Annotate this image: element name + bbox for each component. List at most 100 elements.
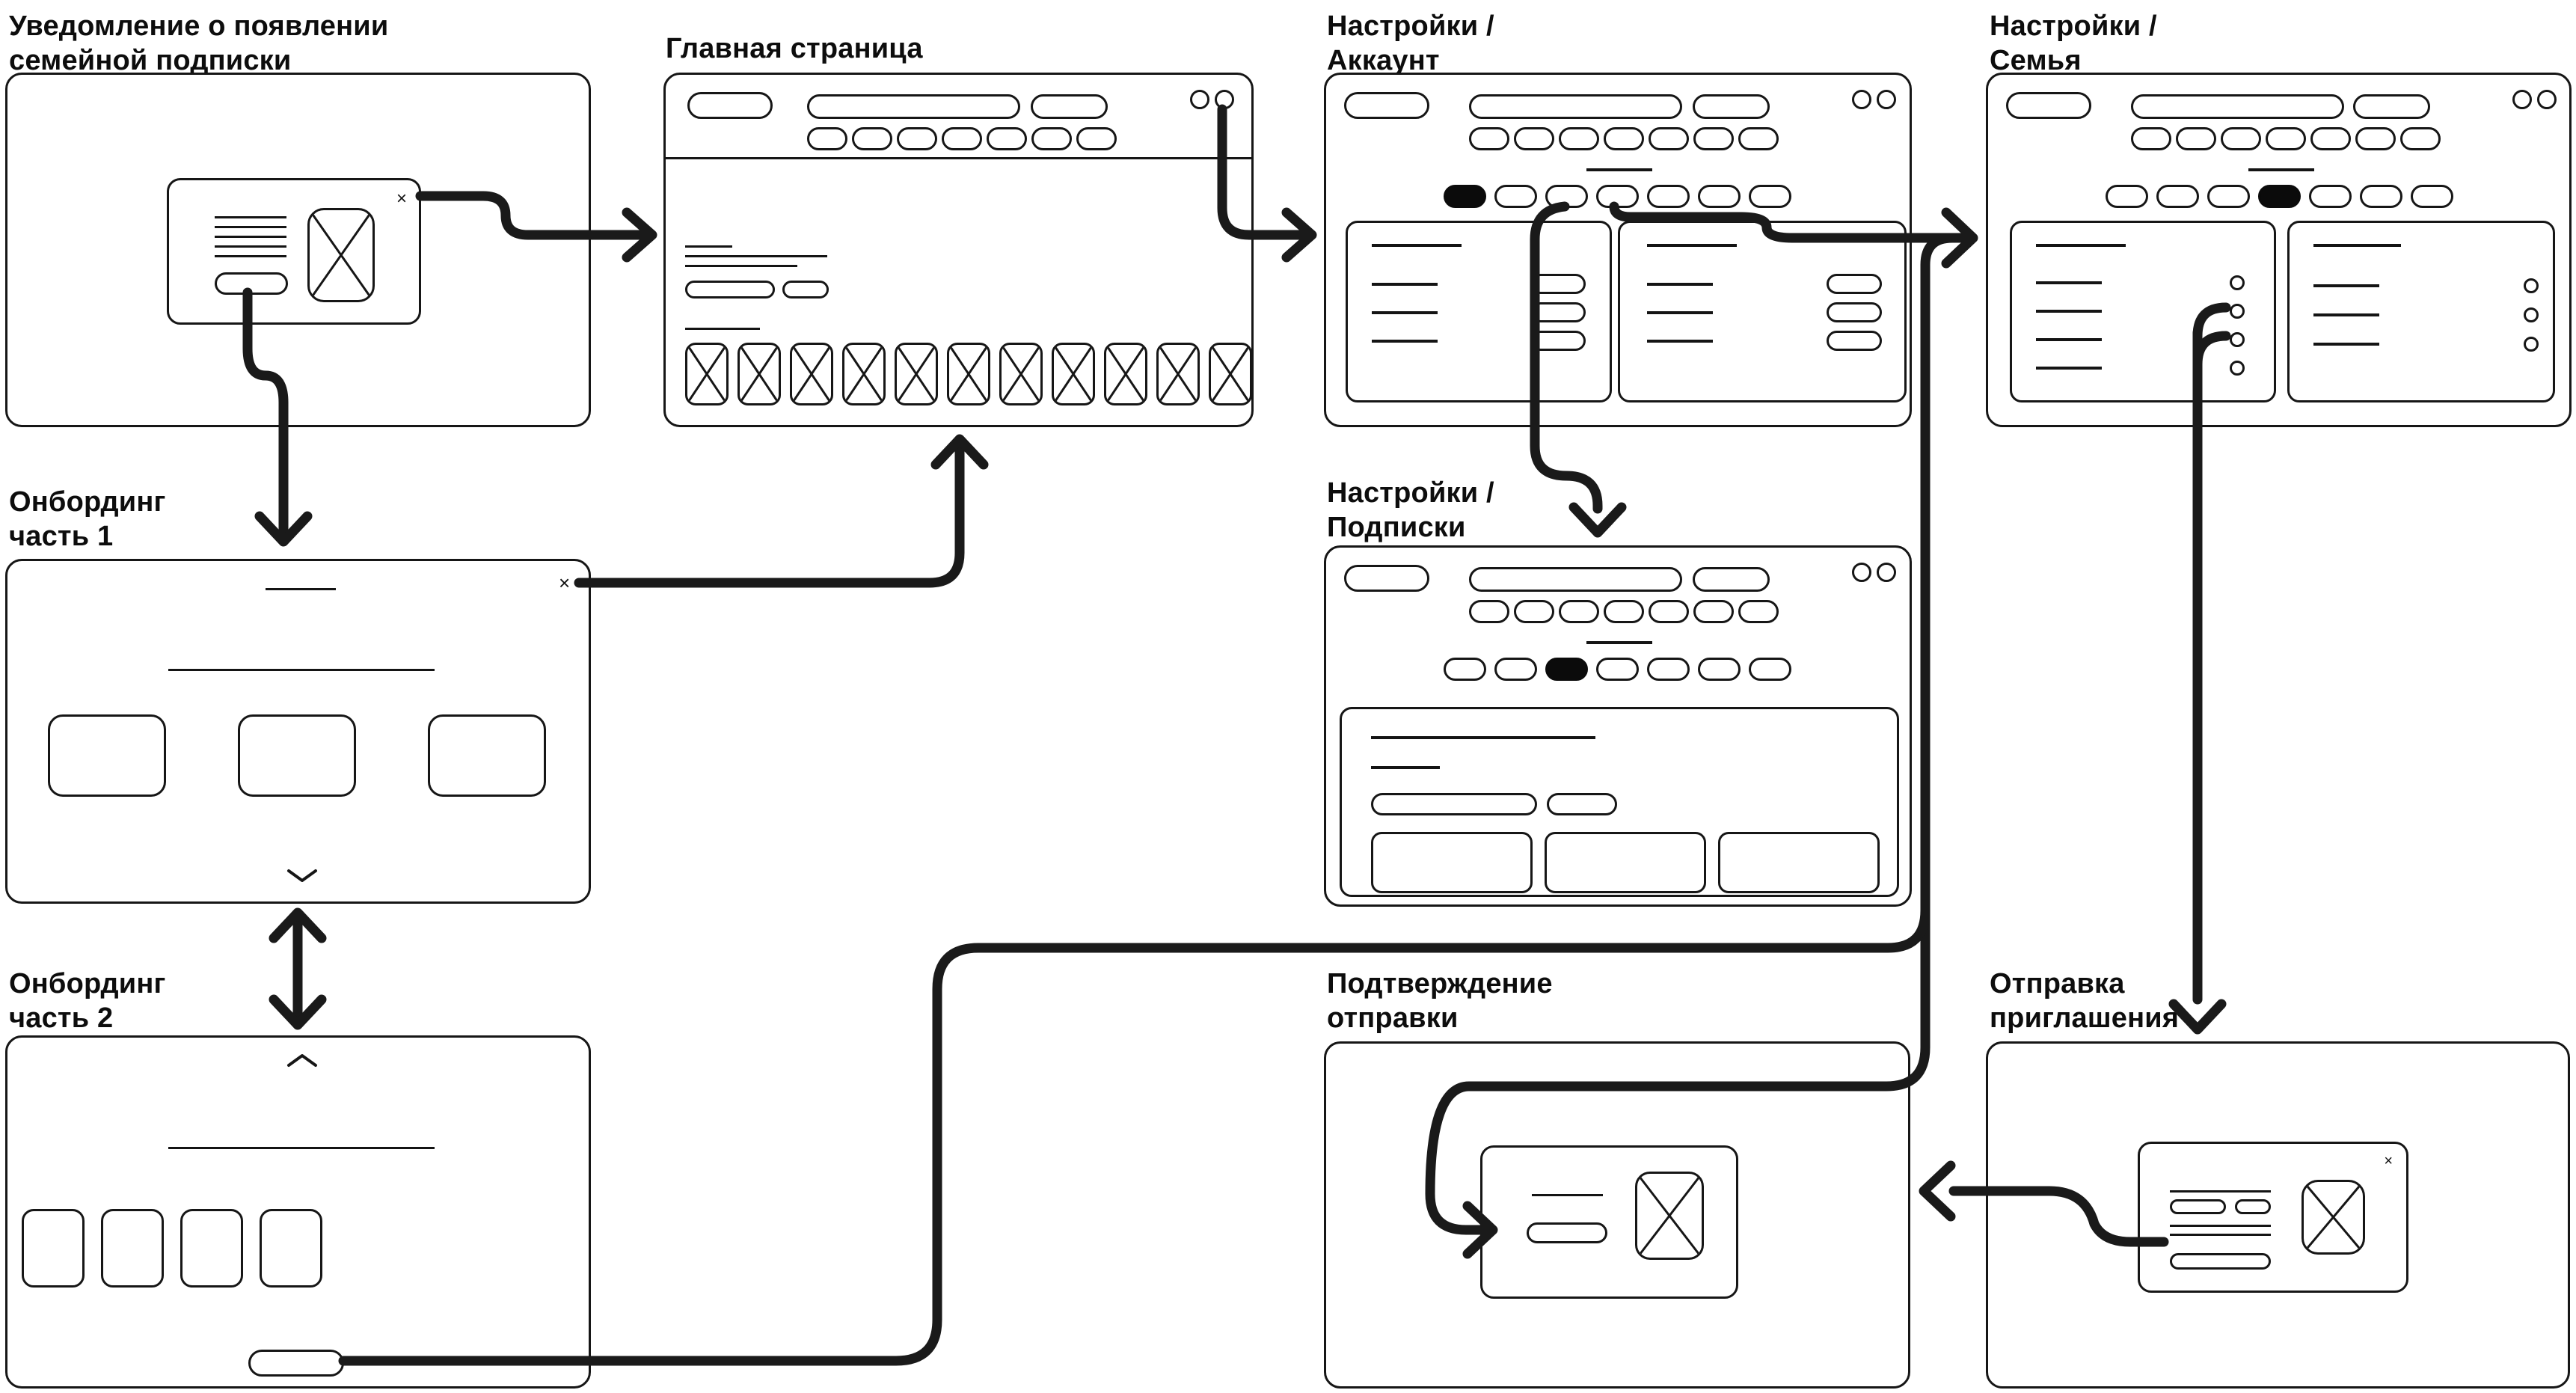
- tab: [1698, 185, 1741, 208]
- section-title-line: [685, 328, 760, 330]
- tab: [1494, 658, 1537, 681]
- title-send-invitation: Отправка приглашения: [1990, 967, 2179, 1035]
- image-placeholder-icon: [895, 343, 938, 405]
- title-settings-family: Настройки / Семья: [1990, 9, 2157, 78]
- image-placeholder-icon: [1104, 343, 1147, 405]
- profile-icon: [1877, 563, 1896, 582]
- family-invites-card: [2287, 221, 2555, 402]
- invite-line: [2313, 313, 2379, 316]
- nav-pill: [1693, 127, 1734, 150]
- profile-icon: [1877, 90, 1896, 109]
- invite-action-icon: [2524, 307, 2539, 322]
- page-title-line: [1586, 641, 1652, 644]
- nav-pill: [1514, 127, 1554, 150]
- send-button: [2170, 1253, 2271, 1270]
- settings-tabs: [1444, 658, 1791, 681]
- image-placeholder-icon: [1209, 343, 1252, 405]
- member-line: [2036, 310, 2102, 313]
- text-line: [215, 245, 286, 248]
- option-card: [101, 1209, 164, 1288]
- close-icon: ×: [2384, 1153, 2393, 1169]
- tab: [2411, 185, 2453, 208]
- nav-pill: [1738, 600, 1779, 623]
- title-line: приглашения: [1990, 1002, 2180, 1034]
- title-line: Онбординг: [9, 968, 166, 999]
- search-bar-placeholder: [1469, 567, 1682, 592]
- field-button: [1827, 331, 1882, 351]
- title-notification: Уведомление о появлении семейной подписк…: [9, 9, 388, 78]
- image-placeholder-icon: [999, 343, 1043, 405]
- screen-main-page: [663, 73, 1254, 427]
- header-button-placeholder: [2353, 94, 2430, 119]
- text-line: [215, 236, 286, 238]
- confirm-button: [1527, 1222, 1607, 1243]
- title-line: Подтверждение: [1327, 968, 1553, 999]
- nav-pill: [1031, 127, 1072, 150]
- arrowhead-down: [2168, 999, 2227, 1035]
- title-line: Аккаунт: [1327, 45, 1440, 76]
- option-card: [428, 714, 546, 797]
- profile-icon: [1852, 563, 1871, 582]
- arrowhead-down: [254, 511, 313, 547]
- title-onboarding-2: Онбординг часть 2: [9, 967, 166, 1035]
- invite-action-icon: [2524, 337, 2539, 352]
- nav-pill: [1649, 127, 1689, 150]
- plan-tile: [1718, 832, 1880, 893]
- tab-family: [1596, 185, 1639, 208]
- invitation-modal: ×: [2138, 1142, 2408, 1293]
- cta-button: [685, 281, 775, 298]
- title-line: Настройки /: [1990, 10, 2157, 42]
- input-chip: [2235, 1199, 2271, 1214]
- profile-icon: [1852, 90, 1871, 109]
- profile-icon: [1215, 90, 1234, 109]
- tab: [1494, 185, 1537, 208]
- screen-send-invitation: ×: [1986, 1041, 2570, 1389]
- card-title-line: [2036, 244, 2126, 247]
- member-action-icon: [2230, 361, 2245, 376]
- nav-pill: [2310, 127, 2351, 150]
- title-settings-account: Настройки / Аккаунт: [1327, 9, 1494, 78]
- option-card: [238, 714, 356, 797]
- action-button: [215, 272, 288, 295]
- content-tiles: [685, 343, 1252, 405]
- image-placeholder-icon: [947, 343, 990, 405]
- field-label-line: [1647, 340, 1713, 343]
- notification-modal: ×: [167, 178, 421, 325]
- card-title-line: [1372, 244, 1462, 247]
- header-divider: [666, 157, 1251, 159]
- screen-send-confirmation: [1324, 1041, 1910, 1389]
- tab: [2207, 185, 2250, 208]
- nav-pill: [1693, 600, 1734, 623]
- header-button-placeholder: [1031, 94, 1108, 119]
- screen-onboarding-2: [5, 1035, 591, 1389]
- subscription-card: [1340, 707, 1899, 897]
- field-button: [1827, 302, 1882, 322]
- card-title-line: [1647, 244, 1737, 247]
- member-line: [2036, 281, 2102, 284]
- confirmation-modal: [1480, 1145, 1738, 1299]
- option-card: [48, 714, 166, 797]
- title-main-page: Главная страница: [666, 31, 923, 66]
- field-label-line: [1647, 283, 1713, 286]
- nav-pill: [1604, 600, 1644, 623]
- invite-line: [2313, 343, 2379, 346]
- nav-pill: [1604, 127, 1644, 150]
- title-line: отправки: [1327, 1002, 1459, 1034]
- nav-pill: [1738, 127, 1779, 150]
- member-action-icon: [2230, 304, 2245, 319]
- field-button: [1530, 274, 1586, 294]
- invite-action-icon: [2524, 278, 2539, 293]
- nav-pill: [1514, 600, 1554, 623]
- nav-pill: [1469, 127, 1509, 150]
- invite-line: [2313, 284, 2379, 287]
- member-line: [2036, 367, 2102, 370]
- arrowhead-down: [269, 994, 327, 1030]
- title-line: часть 2: [9, 1002, 114, 1034]
- arrowhead-down: [1568, 502, 1627, 538]
- header-button-placeholder: [1693, 567, 1770, 592]
- image-placeholder-icon: [2301, 1180, 2365, 1255]
- title-line: Семья: [1990, 45, 2082, 76]
- title-line: семейной подписки: [9, 45, 292, 76]
- member-action-icon: [2230, 332, 2245, 347]
- option-card: [180, 1209, 243, 1288]
